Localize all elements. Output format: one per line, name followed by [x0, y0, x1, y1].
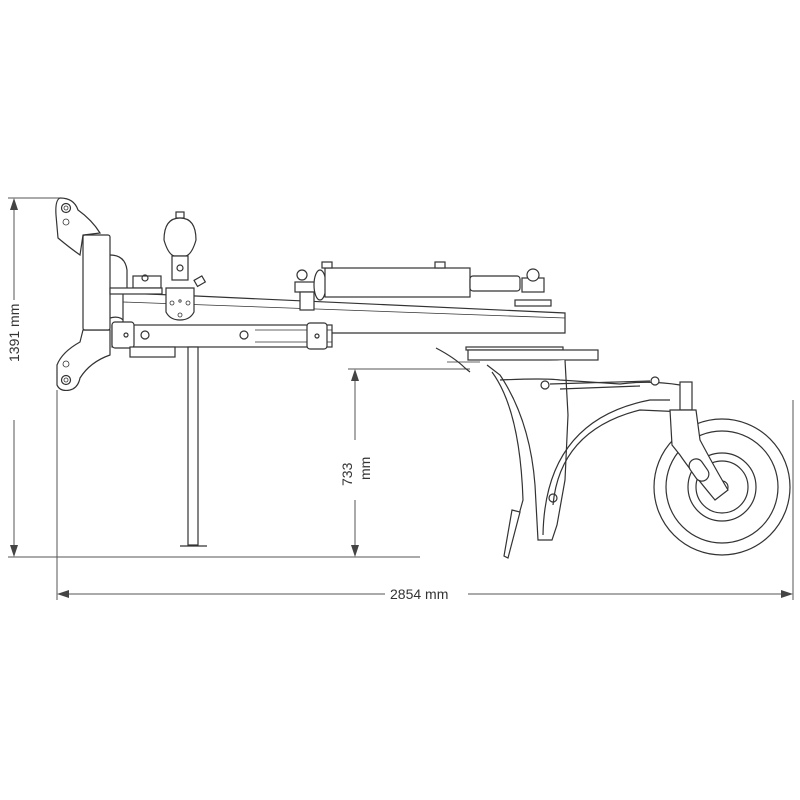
depth-wheel	[653, 409, 791, 556]
three-point-hitch-bracket	[55, 197, 128, 392]
clearance-unit-label: mm	[357, 457, 373, 480]
lower-link-arm	[111, 321, 333, 358]
clearance-value-label: 733	[339, 462, 355, 486]
tine-mounting-plate	[435, 346, 599, 373]
length-dimension: 2854 mm	[56, 390, 794, 602]
length-label: 2854 mm	[390, 586, 448, 602]
hydraulic-cylinder	[294, 261, 552, 311]
height-label: 1391 mm	[6, 304, 22, 362]
hydraulic-accumulator	[163, 211, 207, 321]
subsoiler-shank	[486, 359, 569, 559]
height-dimension: 1391 mm	[6, 197, 420, 558]
clearance-dimension: 733 mm	[339, 368, 470, 557]
parking-stand	[180, 346, 207, 547]
